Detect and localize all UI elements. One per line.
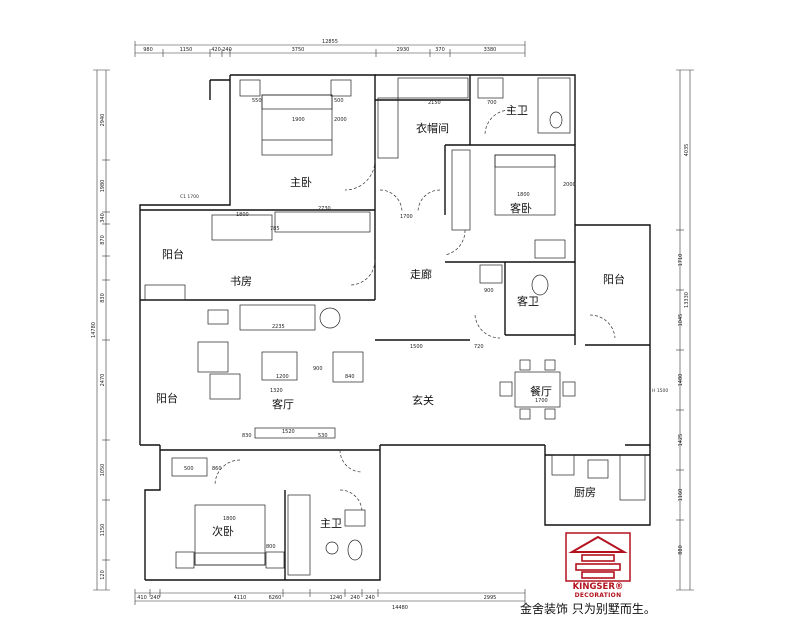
room-master-bath: 主卫 (506, 104, 528, 117)
room-foyer: 玄关 (412, 393, 434, 407)
room-master-bedroom: 主卧 (290, 176, 312, 189)
left-dim-5: 830 (100, 293, 106, 303)
room-second-bedroom: 次卧 (212, 524, 234, 538)
right-dim-1: 1710 (678, 254, 684, 267)
bottom-dim-2: 240 (150, 595, 160, 601)
left-dim-6: 2470 (100, 374, 106, 387)
left-dim-1: 2940 (100, 114, 106, 127)
dimension-lines (93, 41, 694, 605)
fdim-12: 2235 (272, 324, 285, 330)
bottom-dim-5: 1240 (330, 595, 343, 601)
furniture-dims: 550 1900 2000 500 2150 700 1800 2000 180… (184, 98, 576, 550)
right-top-dim: 4035 (684, 144, 690, 157)
bottom-dim-6: 240 (350, 595, 360, 601)
fdim-9: 2730 (318, 206, 331, 212)
room-living: 客厅 (272, 397, 294, 411)
fdim-19: 840 (345, 374, 355, 380)
top-dim-4: 240 (222, 47, 232, 53)
left-dim-9: 120 (100, 570, 106, 580)
door-swings (214, 109, 616, 513)
room-kitchen: 厨房 (574, 486, 596, 499)
fdim-5: 700 (487, 100, 497, 106)
top-dim-6: 2930 (397, 47, 410, 53)
top-dim-5: 3750 (292, 47, 305, 53)
master-bed (261, 94, 333, 156)
furniture (144, 77, 646, 576)
fdim-22: 1520 (282, 429, 295, 435)
dining-table (514, 371, 561, 408)
room-guest-bedroom: 客卧 (510, 201, 532, 215)
fdim-25: 800 (266, 544, 276, 550)
bottom-dim-4: 6260 (269, 595, 282, 601)
room-balcony-lower-left: 阳台 (156, 391, 178, 405)
left-dim-3: 340 (100, 213, 106, 223)
bottom-dim-8: 2995 (484, 595, 497, 601)
fdim-6: 1800 (517, 192, 530, 198)
fdim-10: 785 (270, 226, 280, 232)
fdim-18: 900 (313, 366, 323, 372)
nightstand-right (330, 79, 352, 97)
right-dim-6: 880 (678, 545, 684, 555)
right-dim-3: 1480 (678, 374, 684, 387)
fdim-16: 1200 (276, 374, 289, 380)
fdim-23: 530 (318, 433, 328, 439)
window-note-1: C1 1700 (180, 194, 199, 200)
fdim-0: 550 (252, 98, 262, 104)
fdim-15: 720 (474, 344, 484, 350)
top-total-dim: 12855 (322, 39, 338, 45)
right-total-dim: 13330 (684, 292, 690, 308)
fdim-26: 500 (184, 466, 194, 472)
left-dim-8: 1150 (100, 524, 106, 537)
right-dim-4: 1425 (678, 434, 684, 447)
fdim-2: 2000 (334, 117, 347, 123)
fdim-27: 860 (212, 466, 222, 472)
top-dim-3: 420 (211, 47, 221, 53)
left-dim-7: 1050 (100, 464, 106, 477)
fdim-1: 1900 (292, 117, 305, 123)
fdim-8: 1800 (236, 212, 249, 218)
fdim-24: 1800 (223, 516, 236, 522)
brand-name: KINGSER® (572, 582, 624, 592)
room-balcony-upper-left: 阳台 (162, 247, 184, 261)
fdim-13: 900 (484, 288, 494, 294)
fdim-7: 2000 (563, 182, 576, 188)
bottom-total-dim: 14480 (392, 605, 408, 611)
top-dim-1: 980 (143, 47, 153, 53)
fdim-11: 1700 (400, 214, 413, 220)
fdim-17: 1320 (270, 388, 283, 394)
brand-logo (565, 532, 631, 582)
top-dim-7: 370 (435, 47, 445, 53)
room-labels: 主卧 衣帽间 主卫 客卧 阳台 书房 走廊 客卫 阳台 阳台 客厅 玄关 餐厅 … (156, 104, 625, 538)
fdim-21: 830 (242, 433, 252, 439)
top-dim-8: 3380 (484, 47, 497, 53)
sofa (239, 304, 316, 331)
left-dim-4: 870 (100, 235, 106, 245)
dimension-labels: 12855 980 1150 420 240 3750 2930 370 338… (91, 39, 690, 611)
fdim-4: 2150 (428, 100, 441, 106)
fdim-14: 1500 (410, 344, 423, 350)
left-total-dim: 14780 (91, 322, 97, 338)
brand-subtitle: DECORATION (574, 592, 622, 599)
room-balcony-right: 阳台 (603, 272, 625, 286)
fdim-3: 500 (334, 98, 344, 104)
bottom-dim-7: 240 (365, 595, 375, 601)
room-second-bath: 主卫 (320, 517, 342, 530)
top-dim-2: 1150 (180, 47, 193, 53)
room-study: 书房 (230, 275, 252, 288)
left-dim-2: 1980 (100, 180, 106, 193)
walls (139, 74, 651, 581)
right-dim-5: 1160 (678, 489, 684, 502)
room-guest-bath: 客卫 (517, 294, 539, 308)
room-cloakroom: 衣帽间 (416, 121, 449, 135)
right-dim-2: 1045 (678, 314, 684, 327)
bottom-dim-1: 410 (137, 595, 147, 601)
brand-slogan: 金舍装饰 只为别墅而生。 (520, 602, 656, 616)
room-dining: 餐厅 (530, 384, 552, 398)
fdim-20: 1700 (535, 398, 548, 404)
bottom-dim-3: 4110 (234, 595, 247, 601)
room-corridor: 走廊 (410, 267, 432, 281)
nightstand-left (239, 79, 261, 97)
window-note-2: H 1500 (652, 388, 668, 394)
